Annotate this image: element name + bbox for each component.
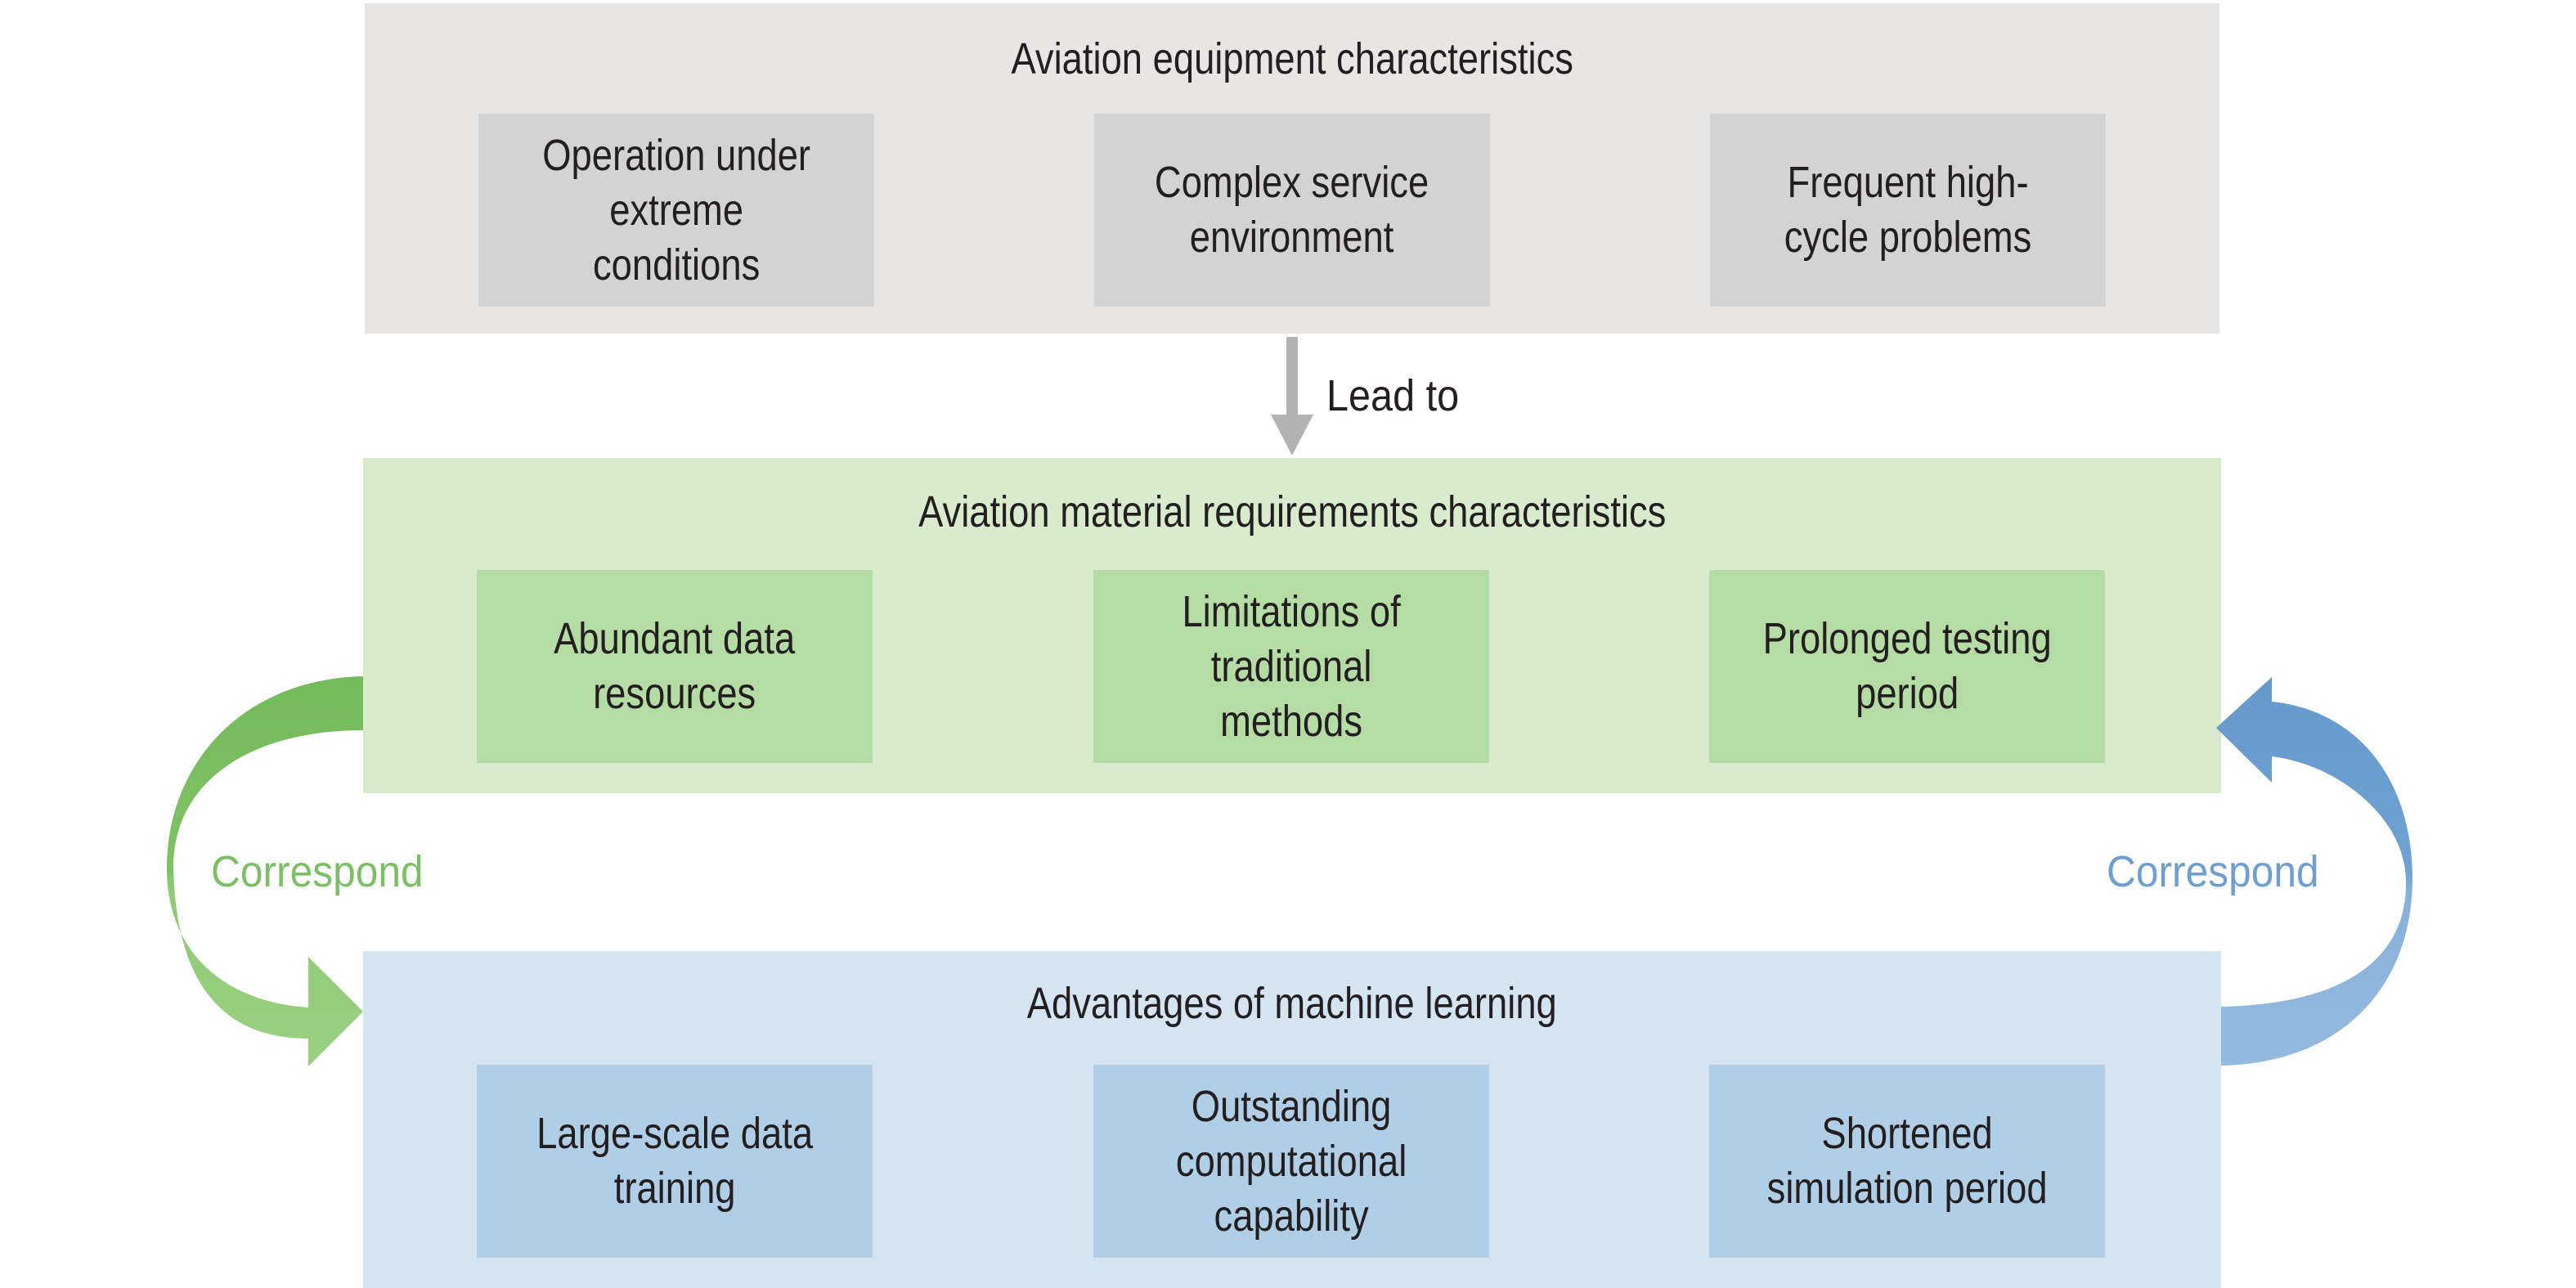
material-title: Aviation material requirements character… — [918, 487, 1667, 536]
material-panel: Aviation material requirements character… — [363, 458, 2221, 793]
correspond-left-label: Correspond — [211, 847, 424, 896]
material-card: Prolonged testing period — [1709, 570, 2105, 763]
equipment-card: Frequent high- cycle problems — [1710, 114, 2106, 307]
equipment-title: Aviation equipment characteristics — [1011, 34, 1573, 83]
correspond-right-label: Correspond — [2107, 847, 2319, 896]
down-arrow-icon — [1271, 337, 1313, 456]
lead-to-label: Lead to — [1326, 371, 1460, 420]
machine-learning-title: Advantages of machine learning — [1026, 979, 1558, 1028]
equipment-card: Operation under extreme conditions — [478, 114, 874, 307]
machine-learning-card: Outstanding computational capability — [1093, 1065, 1489, 1258]
equipment-card: Complex service environment — [1094, 114, 1490, 307]
machine-learning-card: Large-scale data training — [477, 1065, 873, 1258]
material-card: Limitations of traditional methods — [1093, 570, 1489, 763]
equipment-panel: Aviation equipment characteristics Opera… — [365, 3, 2219, 334]
machine-learning-panel: Advantages of machine learning Large-sca… — [363, 951, 2221, 1288]
machine-learning-card: Shortened simulation period — [1709, 1065, 2105, 1258]
material-card: Abundant data resources — [477, 570, 873, 763]
